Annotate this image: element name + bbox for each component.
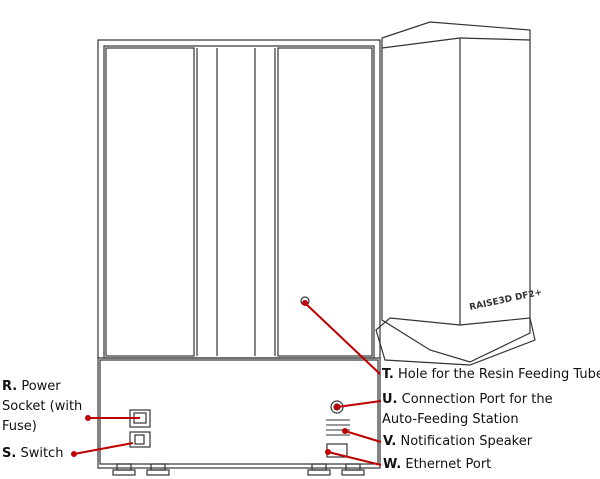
label-t: T. Hole for the Resin Feeding Tube	[382, 367, 600, 382]
feet	[112, 463, 365, 476]
label-s: S. Switch	[2, 446, 64, 461]
auto-feeding-station: RAISE3D DF2+	[375, 21, 544, 366]
label-v: V. Notification Speaker	[383, 434, 533, 449]
label-u: U. Connection Port for the Auto-Feeding …	[382, 392, 553, 427]
logo-text: RAISE3D DF2+	[469, 288, 544, 313]
printer-body	[97, 39, 381, 469]
callout-lines	[71, 300, 382, 466]
switch	[129, 431, 151, 448]
label-r: R. Power Socket (with Fuse)	[2, 379, 83, 434]
label-w: W. Ethernet Port	[383, 457, 492, 472]
